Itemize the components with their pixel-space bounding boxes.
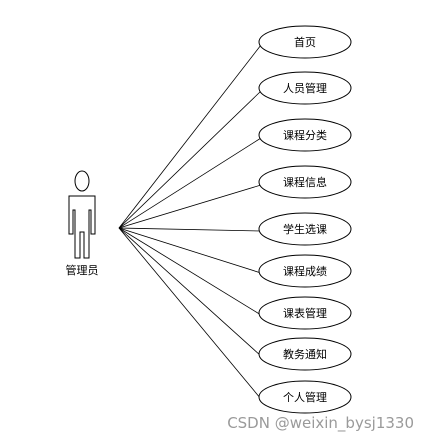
use-case-ellipse bbox=[258, 296, 352, 330]
use-case-timetable: 课表管理 bbox=[258, 296, 352, 330]
use-case-course-info: 课程信息 bbox=[258, 165, 352, 199]
use-case-ellipse bbox=[258, 25, 352, 59]
actor-admin: 管理员 bbox=[66, 170, 99, 277]
use-case-label: 课程成绩 bbox=[283, 265, 327, 278]
use-case-label: 教务通知 bbox=[283, 347, 327, 361]
use-case-ellipse bbox=[258, 337, 352, 371]
use-case-ellipse bbox=[258, 165, 352, 199]
association-line-course-grades bbox=[118, 227, 262, 274]
use-case-ellipse bbox=[258, 71, 352, 105]
actor-head bbox=[74, 170, 90, 192]
use-case-notices: 教务通知 bbox=[258, 337, 352, 371]
association-line-personal bbox=[118, 227, 262, 400]
association-line-timetable bbox=[118, 227, 262, 316]
actor-body bbox=[68, 195, 96, 259]
association-line-course-info bbox=[118, 184, 262, 229]
use-case-homepage: 首页 bbox=[258, 25, 352, 59]
use-case-personnel: 人员管理 bbox=[258, 71, 352, 105]
association-line-personnel bbox=[118, 90, 262, 229]
use-case-label: 首页 bbox=[294, 35, 316, 49]
use-case-course-grades: 课程成绩 bbox=[258, 254, 352, 288]
association-line-homepage bbox=[118, 44, 262, 229]
use-case-label: 人员管理 bbox=[283, 81, 327, 95]
watermark: CSDN @weixin_bysj1330 bbox=[227, 414, 414, 433]
use-case-course-selection: 学生选课 bbox=[258, 212, 352, 246]
use-case-label: 课表管理 bbox=[283, 306, 327, 320]
use-case-label: 个人管理 bbox=[283, 390, 327, 404]
association-lines bbox=[118, 44, 262, 400]
association-line-course-category bbox=[118, 137, 262, 229]
use-case-ellipse bbox=[258, 380, 352, 414]
use-case-label: 课程信息 bbox=[283, 175, 327, 189]
use-case-ellipse bbox=[258, 118, 352, 152]
use-case-label: 学生选课 bbox=[283, 222, 327, 236]
use-case-label: 课程分类 bbox=[283, 128, 327, 142]
use-case-ellipse bbox=[258, 212, 352, 246]
association-line-course-selection bbox=[118, 227, 262, 232]
use-case-course-category: 课程分类 bbox=[258, 118, 352, 152]
association-line-notices bbox=[118, 227, 262, 357]
use-case-ellipse bbox=[258, 254, 352, 288]
actor-label: 管理员 bbox=[66, 263, 99, 277]
use-case-personal: 个人管理 bbox=[258, 380, 352, 414]
